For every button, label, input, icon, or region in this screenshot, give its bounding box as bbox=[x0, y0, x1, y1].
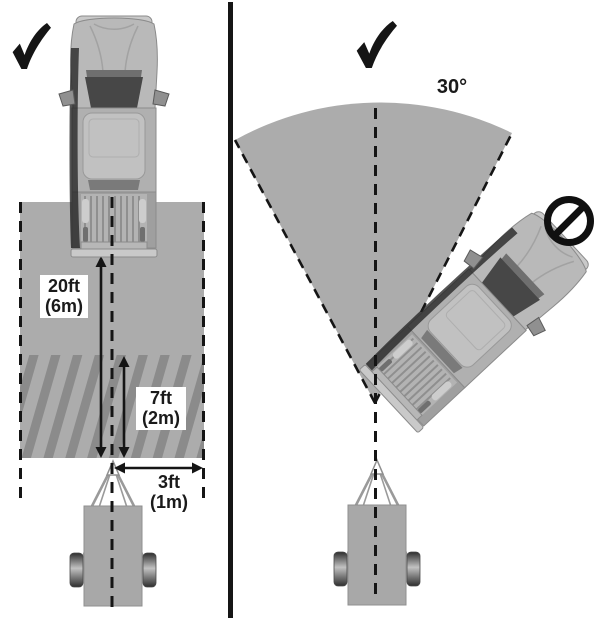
label-max-angle: 30° bbox=[426, 76, 478, 98]
half-width-imperial: 3ft bbox=[158, 472, 180, 492]
zone-length-imperial: 20ft bbox=[47, 276, 80, 296]
right-panel bbox=[233, 21, 600, 607]
half-width-metric: (1m) bbox=[149, 492, 188, 512]
max-angle-value: 30° bbox=[436, 76, 468, 98]
label-zone-half-width: 3ft (1m) bbox=[138, 472, 200, 512]
panel-divider bbox=[228, 2, 233, 618]
arrow-3ft bbox=[114, 462, 203, 474]
allowed-angle-fan bbox=[235, 102, 512, 404]
no-symbol-icon bbox=[544, 196, 594, 246]
label-zone-length: 20ft (6m) bbox=[40, 275, 88, 318]
hatched-length-metric: (2m) bbox=[141, 408, 180, 428]
label-hatched-zone-length: 7ft (2m) bbox=[136, 387, 186, 430]
zone-length-metric: (6m) bbox=[44, 296, 83, 316]
truck-top-view bbox=[58, 15, 170, 258]
checkmark-icon bbox=[12, 23, 52, 70]
arrow-7ft bbox=[118, 356, 130, 458]
checkmark-icon bbox=[356, 21, 397, 69]
arrow-20ft bbox=[95, 256, 107, 458]
hatched-length-imperial: 7ft bbox=[150, 388, 172, 408]
